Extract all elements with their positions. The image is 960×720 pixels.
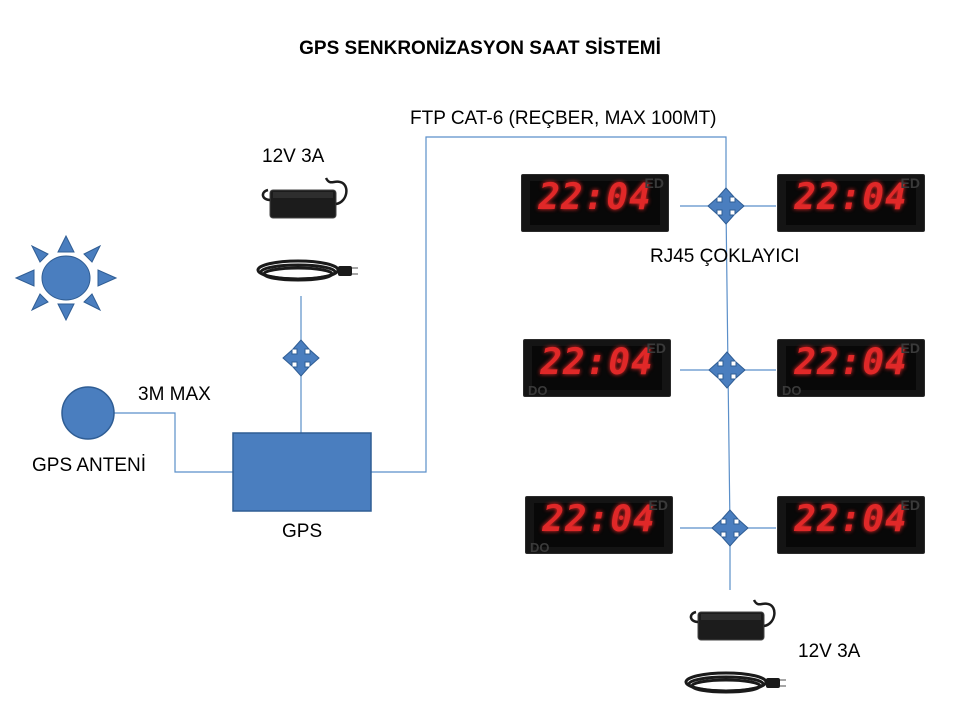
- led-clock-r1-right: 22:04 ED: [777, 174, 925, 232]
- connection-lines: [110, 137, 776, 590]
- clock-watermark: ED: [901, 340, 920, 356]
- power-cable-icon-top: [258, 261, 358, 280]
- clock-watermark: ED: [649, 497, 668, 513]
- clock-watermark: ED: [901, 497, 920, 513]
- led-clock-r1-left: 22:04 ED: [521, 174, 669, 232]
- power-adapter-icon-top: [263, 178, 346, 218]
- cable-label: FTP CAT-6 (REÇBER, MAX 100MT): [410, 108, 717, 130]
- antenna-distance-label: 3M MAX: [138, 384, 211, 406]
- sun-icon: [16, 236, 116, 320]
- antenna-icon: [62, 387, 114, 439]
- clock-watermark-2: DO: [528, 383, 548, 397]
- led-clock-r3-right: 22:04 ED: [777, 496, 925, 554]
- splitter-icon-power: [283, 340, 319, 376]
- led-clock-r2-right: 22:04 ED DO: [777, 339, 925, 397]
- clock-watermark: ED: [645, 175, 664, 191]
- led-clock-r2-left: 22:04 ED DO: [523, 339, 671, 397]
- splitter-icon-row1: [708, 188, 744, 224]
- clock-watermark-2: DO: [530, 540, 550, 554]
- antenna-label: GPS ANTENİ: [32, 455, 146, 477]
- splitter-icon-row3: [712, 510, 748, 546]
- clock-watermark: ED: [647, 340, 666, 356]
- clock-watermark: ED: [901, 175, 920, 191]
- power-label-bottom: 12V 3A: [798, 641, 860, 663]
- power-cable-icon-bottom: [686, 673, 786, 692]
- clock-watermark-2: DO: [782, 383, 802, 397]
- power-adapter-icon-bottom: [691, 600, 774, 640]
- page-title: GPS SENKRONİZASYON SAAT SİSTEMİ: [0, 38, 960, 60]
- splitter-icon-row2: [709, 352, 745, 388]
- splitter-label: RJ45 ÇOKLAYICI: [650, 246, 800, 268]
- gps-label: GPS: [282, 521, 322, 543]
- power-label-top: 12V 3A: [262, 146, 324, 168]
- gps-box: [233, 433, 371, 511]
- led-clock-r3-left: 22:04 ED DO: [525, 496, 673, 554]
